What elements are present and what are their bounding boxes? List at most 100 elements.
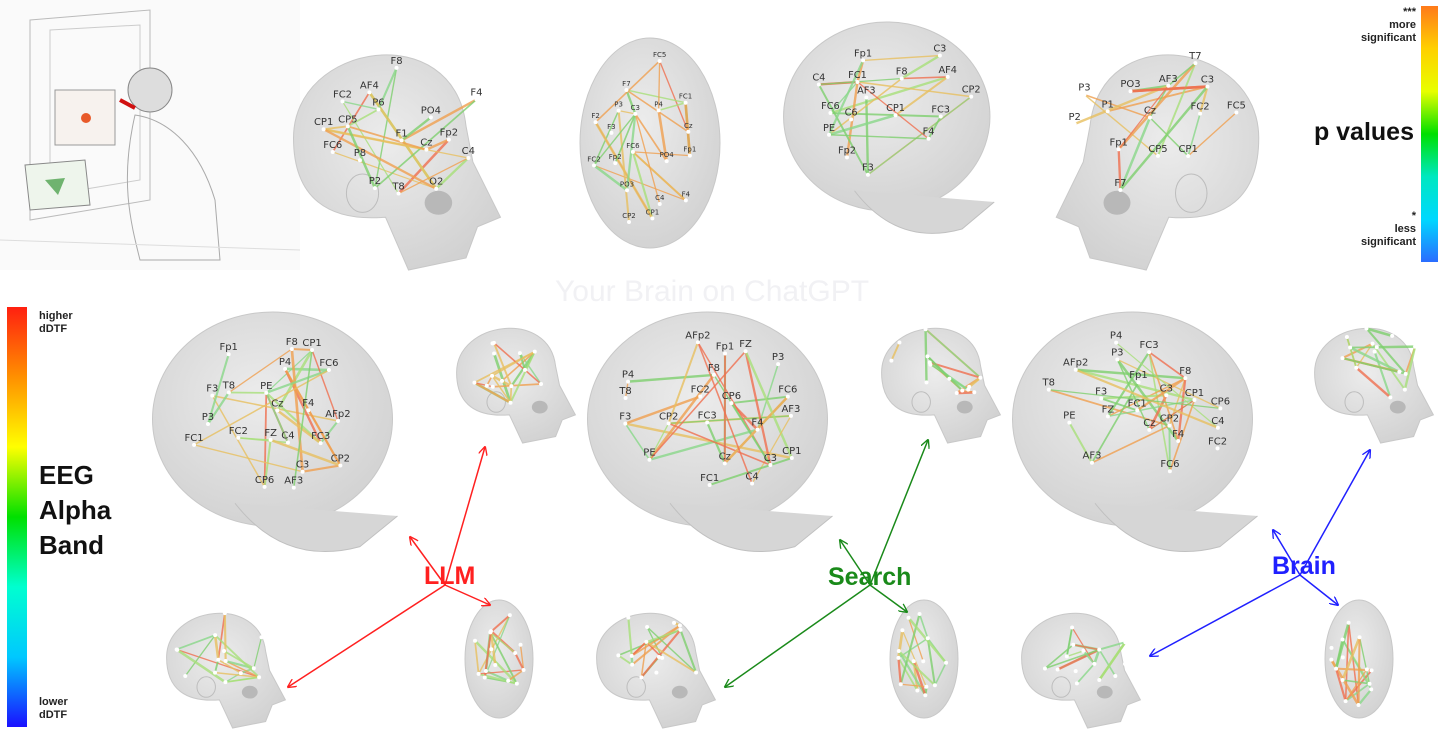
- connectivity-edge: [398, 157, 469, 195]
- connectivity-edge: [1074, 84, 1169, 126]
- electrode-label: PO3: [1120, 79, 1140, 90]
- electrode-node: [493, 663, 498, 668]
- electrode-node: [705, 420, 710, 425]
- connectivity-edge: [657, 60, 661, 111]
- connectivity-edge: [1149, 117, 1189, 157]
- arrow-llm: [288, 584, 446, 687]
- electrode-node: [326, 368, 331, 373]
- connectivity-edge: [1119, 85, 1209, 191]
- connectivity-edge: [731, 395, 788, 405]
- electrode-node: [816, 82, 821, 87]
- electrode-node: [236, 435, 241, 440]
- electrode-label: FC1: [848, 70, 867, 81]
- electrode-label: P3: [614, 101, 623, 109]
- electrode-node: [743, 349, 748, 354]
- electrode-node: [723, 351, 728, 356]
- connectivity-edge: [223, 613, 227, 662]
- electrode-node: [865, 172, 870, 177]
- connectivity-edge: [311, 349, 339, 422]
- connectivity-edge: [346, 125, 377, 189]
- electrode-label: F8: [286, 337, 298, 348]
- electrode-label: PE: [643, 448, 655, 459]
- electrode-node: [616, 653, 621, 658]
- electrode-node: [938, 114, 943, 119]
- electrode-node: [644, 639, 649, 644]
- electrode-node: [1344, 335, 1349, 340]
- electrode-node: [1348, 345, 1353, 350]
- electrode-node: [1114, 340, 1119, 345]
- connectivity-edge: [1357, 637, 1361, 706]
- electrode-label: CP1: [302, 338, 321, 349]
- electrode-node: [722, 461, 727, 466]
- electrode-node: [491, 340, 496, 345]
- connectivity-edge: [1075, 368, 1186, 380]
- connectivity-edge: [477, 614, 511, 675]
- electrode-label: F1: [396, 128, 408, 139]
- head-small-top-search: [889, 599, 959, 719]
- electrode-node: [1166, 83, 1171, 88]
- electrode-label: C6: [845, 107, 858, 118]
- electrode-node: [345, 124, 350, 129]
- head-small-top-brain: [1324, 599, 1394, 719]
- electrode-node: [300, 469, 305, 474]
- electrode-node: [1334, 666, 1339, 671]
- connectivity-edge: [1334, 639, 1344, 669]
- electrode-node: [1354, 365, 1359, 370]
- electrode-node: [1340, 356, 1345, 361]
- electrode-node: [926, 136, 931, 141]
- electrode-node: [1113, 674, 1118, 679]
- electrode-node: [1164, 393, 1169, 398]
- dtf-legend-bottom-label-1: lower: [39, 696, 68, 708]
- electrode-node: [210, 393, 215, 398]
- electrode-label: P4: [654, 100, 663, 108]
- connectivity-edge: [1199, 86, 1209, 114]
- electrode-node: [776, 362, 781, 367]
- p-legend-title: p values: [1313, 118, 1414, 146]
- connectivity-edge: [618, 109, 636, 115]
- connectivity-edge: [1355, 366, 1392, 399]
- connectivity-edge: [493, 342, 542, 385]
- electrode-label: FC5: [653, 51, 666, 59]
- p-legend-bottom-marker: *: [1411, 210, 1416, 222]
- connectivity-edge: [1345, 668, 1368, 702]
- arrow-search: [869, 584, 907, 612]
- dtf-legend-bottom: lower dDTF: [39, 696, 68, 722]
- electrode-label: AFp2: [1063, 358, 1088, 369]
- connectivity-edge: [228, 348, 293, 394]
- electrode-label: Fp1: [683, 146, 696, 154]
- electrode-node: [623, 395, 628, 400]
- electrode-node: [591, 163, 596, 168]
- electrode-node: [921, 659, 926, 664]
- electrode-label: FC6: [626, 142, 640, 150]
- electrode-node: [216, 657, 221, 662]
- electrode-node: [864, 95, 869, 100]
- electrode-node: [695, 340, 700, 345]
- connectivity-edge: [492, 383, 542, 388]
- connectivity-edge: [1365, 327, 1407, 375]
- electrode-label: CP2: [622, 212, 636, 220]
- electrode-node: [899, 76, 904, 81]
- electrode-node: [318, 441, 323, 446]
- electrode-node: [1070, 625, 1075, 630]
- electrode-label: Cz: [684, 122, 693, 130]
- electrode-node: [923, 693, 928, 698]
- connectivity-edge: [634, 113, 661, 205]
- electrode-node: [960, 388, 965, 393]
- electrode-label: Cz: [271, 398, 283, 409]
- electrode-label: F8: [708, 363, 720, 374]
- electrode-node: [626, 219, 631, 224]
- electrode-node: [630, 149, 635, 154]
- connectivity-edge: [1116, 359, 1151, 431]
- electrode-node: [677, 623, 682, 628]
- connectivity-edge: [1119, 117, 1152, 191]
- electrode-node: [694, 670, 699, 675]
- electrode-label: Fp1: [854, 48, 872, 59]
- electrode-node: [321, 127, 326, 132]
- electrode-node: [500, 378, 505, 383]
- electrode-label: AF4: [360, 80, 379, 91]
- connectivity-edge: [625, 422, 793, 460]
- electrode-node: [1081, 648, 1086, 653]
- electrode-label: AF3: [1082, 451, 1101, 462]
- electrode-node: [827, 132, 832, 137]
